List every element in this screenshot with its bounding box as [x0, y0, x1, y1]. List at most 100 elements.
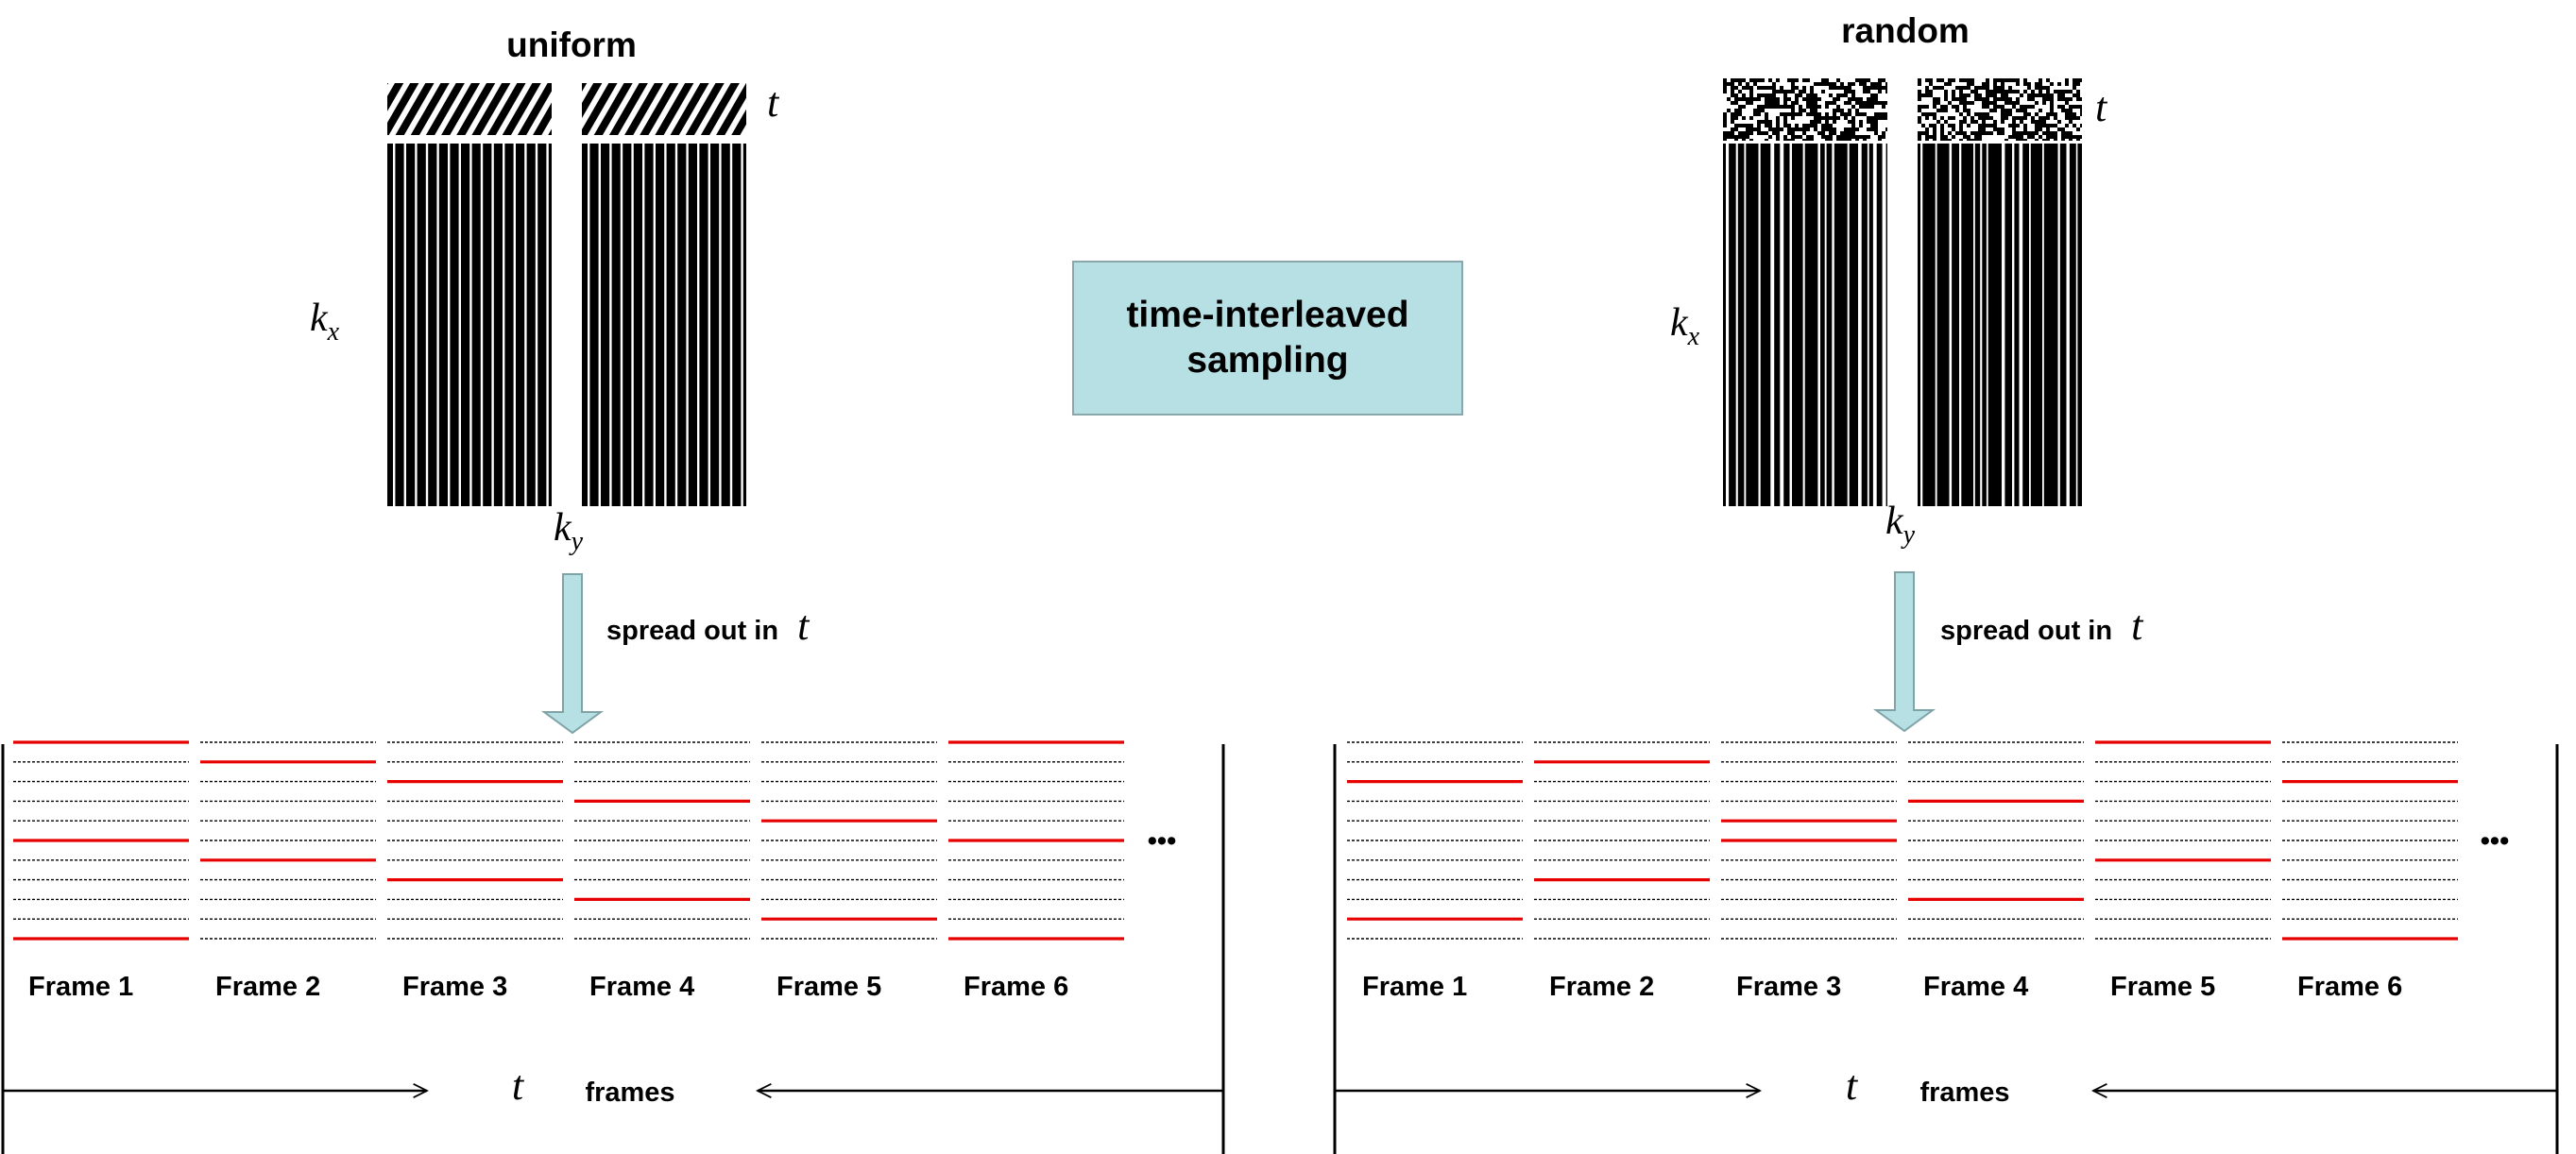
noise-cell — [1753, 93, 1757, 97]
noise-cell — [2042, 82, 2046, 86]
noise-cell — [2001, 124, 2005, 127]
noise-cell — [1761, 101, 1765, 105]
noise-cell — [1848, 124, 1851, 127]
noise-cell — [1959, 116, 1963, 120]
noise-cell — [1817, 101, 1821, 105]
kspace-gap-line — [503, 144, 505, 506]
noise-cell — [1925, 97, 1929, 101]
noise-cell — [1874, 78, 1878, 82]
noise-cell — [1967, 97, 1970, 101]
noise-cell — [2023, 93, 2027, 97]
noise-cell — [1825, 131, 1829, 135]
noise-cell — [1929, 131, 1933, 135]
noise-cell — [1963, 82, 1967, 86]
noise-cell — [2057, 116, 2061, 120]
kspace-block-bg — [1918, 144, 2082, 506]
noise-cell — [1799, 101, 1802, 105]
noise-cell — [1986, 120, 1989, 124]
noise-cell — [2005, 124, 2008, 127]
noise-cell — [1799, 120, 1802, 124]
noise-cell — [2005, 105, 2008, 109]
noise-cell — [1997, 135, 2001, 139]
noise-cell — [1997, 112, 2001, 116]
noise-cell — [1738, 120, 1742, 124]
noise-cell — [2020, 101, 2023, 105]
noise-cell — [1727, 120, 1731, 124]
noise-cell — [1944, 116, 1948, 120]
noise-cell — [1870, 90, 1874, 93]
noise-cell — [1967, 120, 1970, 124]
noise-cell — [1749, 82, 1753, 86]
noise-cell — [1825, 93, 1829, 97]
noise-cell — [2008, 116, 2012, 120]
noise-cell — [1967, 127, 1970, 131]
noise-cell — [2012, 109, 2016, 112]
noise-cell — [1783, 127, 1787, 131]
random-ky-symbol: ky — [1885, 500, 1916, 550]
noise-cell — [1825, 97, 1829, 101]
noise-cell — [1978, 109, 1982, 112]
noise-cell — [1918, 124, 1921, 127]
noise-cell — [1936, 139, 1940, 143]
noise-cell — [1742, 109, 1746, 112]
noise-cell — [2027, 116, 2031, 120]
noise-cell — [1921, 109, 1925, 112]
uniform-kspace-block-1 — [387, 144, 552, 506]
kspace-gap-line — [1832, 144, 1834, 506]
noise-cell — [1929, 105, 1933, 109]
noise-cell — [1780, 82, 1783, 86]
noise-cell — [1765, 90, 1768, 93]
noise-cell — [2050, 120, 2054, 124]
noise-cell — [2065, 105, 2069, 109]
noise-cell — [1821, 120, 1825, 124]
kspace-gap-line — [609, 144, 612, 506]
kspace-gap-line — [653, 144, 656, 506]
noise-cell — [1978, 120, 1982, 124]
noise-cell — [2031, 78, 2035, 82]
noise-cell — [2050, 139, 2054, 143]
noise-cell — [1753, 116, 1757, 120]
noise-cell — [1753, 86, 1757, 90]
noise-cell — [1742, 82, 1746, 86]
noise-cell — [1870, 112, 1874, 116]
frame-1: Frame 1 — [13, 740, 189, 1002]
noise-cell — [1731, 109, 1734, 112]
noise-cell — [1982, 139, 1986, 143]
noise-cell — [1874, 109, 1878, 112]
noise-cell — [1955, 112, 1959, 116]
noise-cell — [1970, 135, 1974, 139]
noise-cell — [2016, 112, 2020, 116]
noise-cell — [1768, 82, 1772, 86]
noise-cell — [1836, 90, 1840, 93]
noise-cell — [1742, 112, 1746, 116]
noise-cell — [2042, 105, 2046, 109]
noise-cell — [1967, 116, 1970, 120]
noise-cell — [2020, 82, 2023, 86]
noise-cell — [1799, 86, 1802, 90]
noise-cell — [1967, 131, 1970, 135]
random-ky-sub: y — [1901, 520, 1916, 550]
noise-cell — [1952, 120, 1955, 124]
uniform-t-symbol: t — [767, 79, 780, 126]
noise-cell — [2065, 127, 2069, 131]
noise-cell — [1787, 86, 1791, 90]
noise-cell — [2080, 101, 2084, 105]
noise-cell — [2001, 135, 2005, 139]
frame-6: Frame 6 — [948, 740, 1124, 1002]
noise-cell — [2031, 139, 2035, 143]
noise-cell — [1989, 139, 1993, 143]
noise-cell — [1955, 127, 1959, 131]
kspace-gap-line — [588, 144, 590, 506]
noise-cell — [2065, 139, 2069, 143]
noise-cell — [1734, 90, 1738, 93]
noise-cell — [1851, 86, 1855, 90]
noise-cell — [2039, 101, 2042, 105]
noise-cell — [1955, 101, 1959, 105]
noise-cell — [1787, 120, 1791, 124]
noise-cell — [2012, 86, 2016, 90]
noise-cell — [2080, 127, 2084, 131]
noise-cell — [1738, 93, 1742, 97]
noise-cell — [1840, 97, 1844, 101]
uniform-frames-text: frames — [585, 1078, 674, 1108]
